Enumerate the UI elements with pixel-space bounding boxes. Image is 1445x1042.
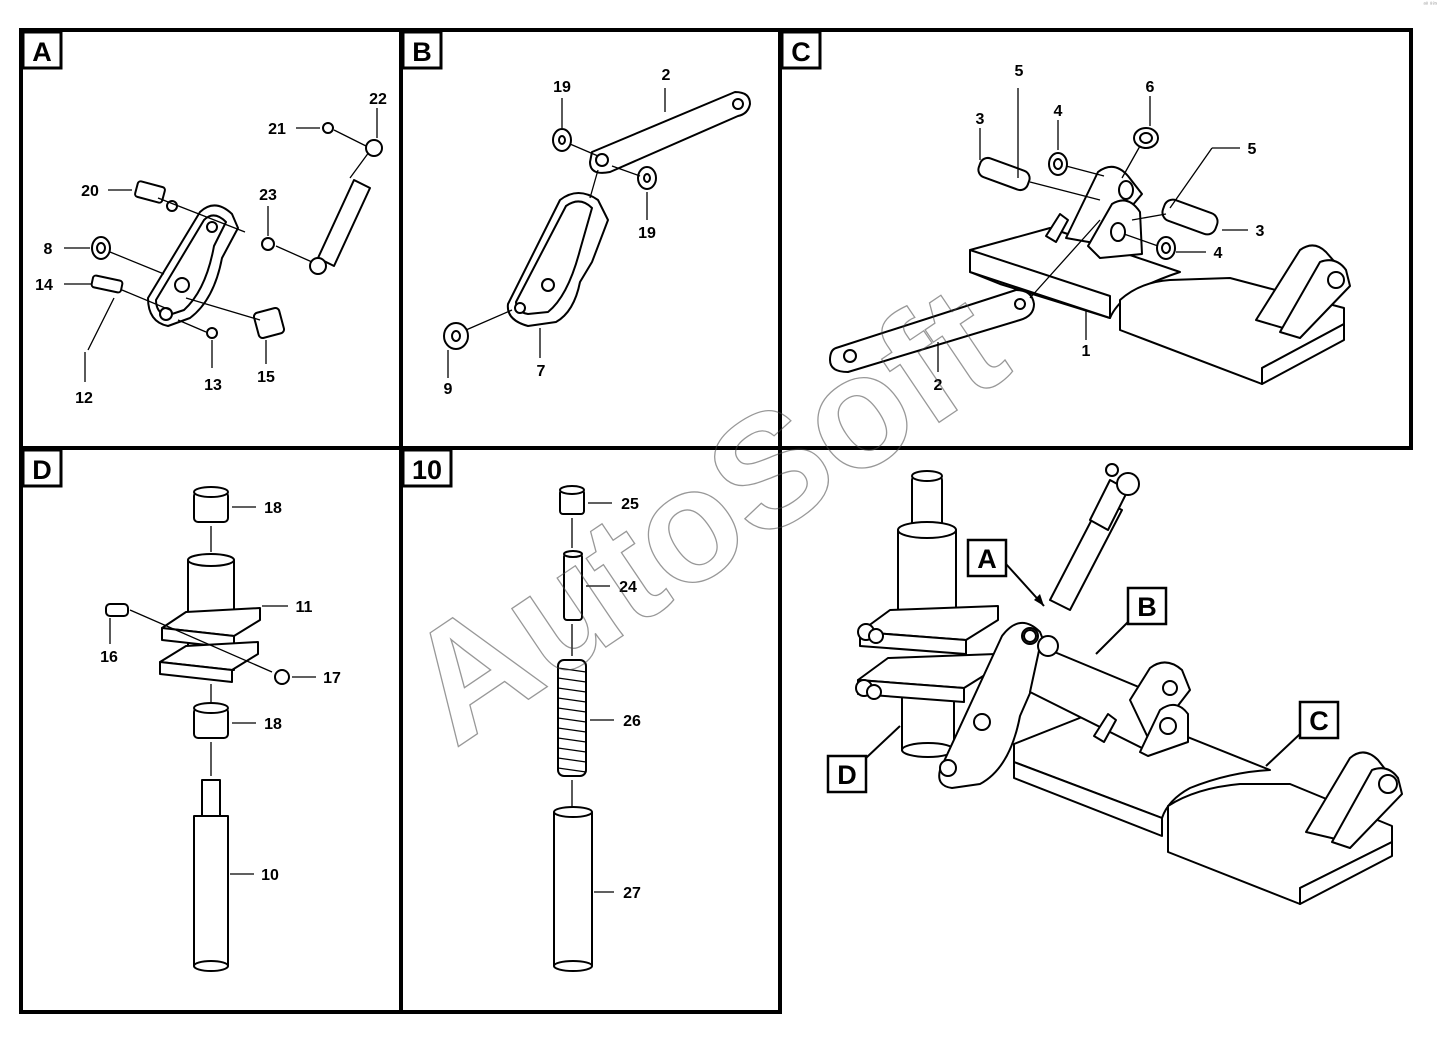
assembly-swing-arm	[938, 622, 1049, 789]
bolt-16	[105, 603, 129, 617]
callout-10-24: 24	[619, 579, 637, 596]
panel-b-label: B	[412, 37, 432, 67]
callout-a-22: 22	[369, 91, 387, 108]
callout-b-19-right: 19	[638, 225, 656, 242]
callout-d-18-bottom: 18	[264, 716, 282, 733]
callout-c-4-top: 4	[1054, 103, 1063, 120]
callout-d-10: 10	[261, 867, 279, 884]
assembly-drawing: A B C D	[826, 463, 1403, 905]
pointer-tag-b: B	[1095, 586, 1168, 655]
panel-c-label: C	[791, 37, 811, 67]
panel-label-boxes: A B C D 10	[21, 30, 822, 488]
spring-26	[557, 659, 587, 777]
callout-a-12: 12	[75, 390, 93, 407]
pointer-tag-d: D	[826, 725, 901, 794]
callout-d-16: 16	[100, 649, 118, 666]
pin-14	[90, 274, 124, 294]
panel-d-drawing: 18 11 16 17 18 10	[100, 486, 341, 972]
gas-strut-body	[317, 179, 371, 267]
callout-a-15: 15	[257, 369, 275, 386]
ball-joint-bottom	[309, 257, 327, 275]
link-bar-2	[589, 91, 751, 174]
panel-a-label: A	[32, 37, 52, 67]
callout-c-5-right: 5	[1248, 141, 1257, 158]
callout-c-3-right: 3	[1256, 223, 1265, 240]
callout-a-23: 23	[259, 187, 277, 204]
panel-frames	[19, 28, 1413, 1014]
callout-a-21: 21	[268, 121, 286, 138]
callout-c-3-left: 3	[976, 111, 985, 128]
link-bar-2-c	[829, 289, 1035, 373]
nut-23	[261, 237, 275, 251]
assembly-base-left	[1013, 705, 1271, 819]
panel-d-label: D	[32, 455, 52, 485]
pointer-tag-c: C	[1265, 700, 1340, 767]
panel-10-label: 10	[412, 455, 442, 485]
callout-10-25: 25	[621, 496, 639, 513]
svg-text:C: C	[1309, 706, 1329, 736]
shaft-10-neck	[201, 779, 221, 817]
panel-10-frame	[399, 446, 782, 1014]
shaft-10	[193, 815, 229, 967]
panel-10-drawing: 25 24 26 27	[553, 485, 641, 972]
pointer-tag-a: A	[966, 538, 1045, 607]
nut-17	[274, 669, 290, 685]
panel-b-drawing: 19 2 19 9 7	[443, 67, 751, 398]
callout-a-20: 20	[81, 183, 99, 200]
pin-3-left	[977, 156, 1031, 192]
callout-10-26: 26	[623, 713, 641, 730]
nut-13	[206, 327, 218, 339]
callout-b-7: 7	[537, 363, 546, 380]
callout-a-8: 8	[44, 241, 53, 258]
panel-a-drawing: 22 21 20 23 8 14 12 13 15	[35, 91, 387, 407]
callout-c-4-bottom: 4	[1214, 245, 1223, 262]
svg-text:B: B	[1137, 592, 1157, 622]
svg-text:D: D	[837, 760, 857, 790]
callout-b-19-top: 19	[553, 79, 571, 96]
bolt-20	[134, 180, 166, 204]
callout-c-6: 6	[1146, 79, 1155, 96]
callout-10-27: 27	[623, 885, 641, 902]
callout-d-18-top: 18	[264, 500, 282, 517]
panel-c-frame	[778, 28, 1413, 450]
nut-21	[322, 122, 334, 134]
callout-a-14: 14	[35, 277, 53, 294]
tube-27	[553, 811, 593, 967]
panel-c-drawing: 5 6 3 4 5 3 4 1 2	[829, 63, 1351, 394]
callout-d-17: 17	[323, 670, 341, 687]
callout-c-5-top: 5	[1015, 63, 1024, 80]
callout-c-1: 1	[1082, 343, 1091, 360]
svg-text:A: A	[977, 544, 997, 574]
callout-a-13: 13	[204, 377, 222, 394]
callout-b-2: 2	[662, 67, 671, 84]
callout-d-11: 11	[296, 599, 313, 616]
bushing-15	[252, 306, 286, 340]
ball-joint-top	[365, 139, 383, 157]
callout-c-2: 2	[934, 377, 943, 394]
corner-mark: ᵃ⁸ ⁸⁸ˢ	[1423, 2, 1437, 8]
pin-3-right	[1161, 198, 1219, 236]
callout-b-9: 9	[444, 381, 453, 398]
